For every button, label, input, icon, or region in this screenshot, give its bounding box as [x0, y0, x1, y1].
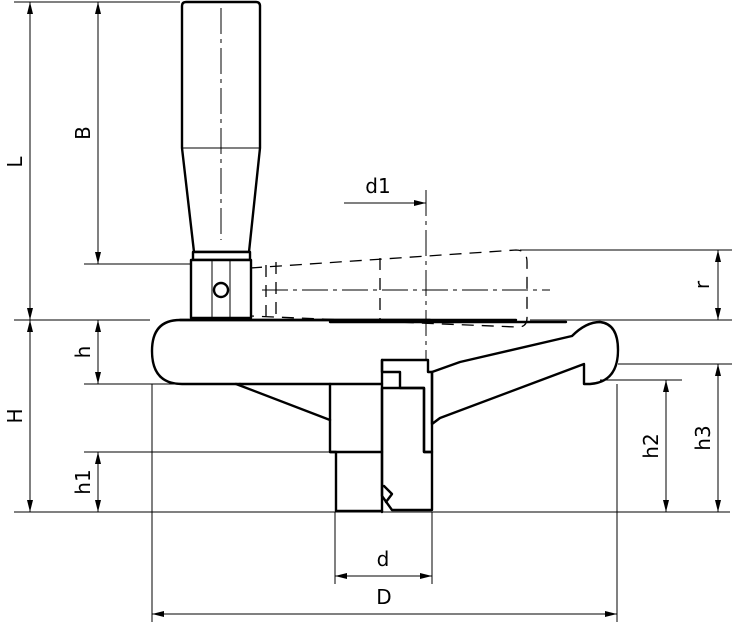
label-h1: h1: [71, 469, 95, 494]
label-h3: h3: [691, 425, 715, 450]
folded-handle-dashed: [249, 249, 550, 328]
label-L: L: [3, 156, 27, 168]
label-B: B: [71, 126, 95, 140]
dimension-lines: [27, 2, 721, 617]
label-r: r: [690, 280, 714, 289]
label-h: h: [71, 346, 95, 359]
label-H: H: [3, 408, 27, 423]
extension-lines: [14, 1, 732, 622]
handwheel-body: [150, 318, 568, 514]
revolving-handle: [180, 0, 262, 254]
label-d1: d1: [365, 174, 390, 198]
label-D: D: [376, 585, 391, 609]
dimension-labels: L B H h h1 d1 r h2 h3 d D: [3, 126, 715, 609]
handle-bolt: [189, 250, 253, 320]
label-d: d: [377, 547, 390, 571]
label-h2: h2: [639, 433, 663, 458]
hub-cross-section: [380, 320, 620, 512]
